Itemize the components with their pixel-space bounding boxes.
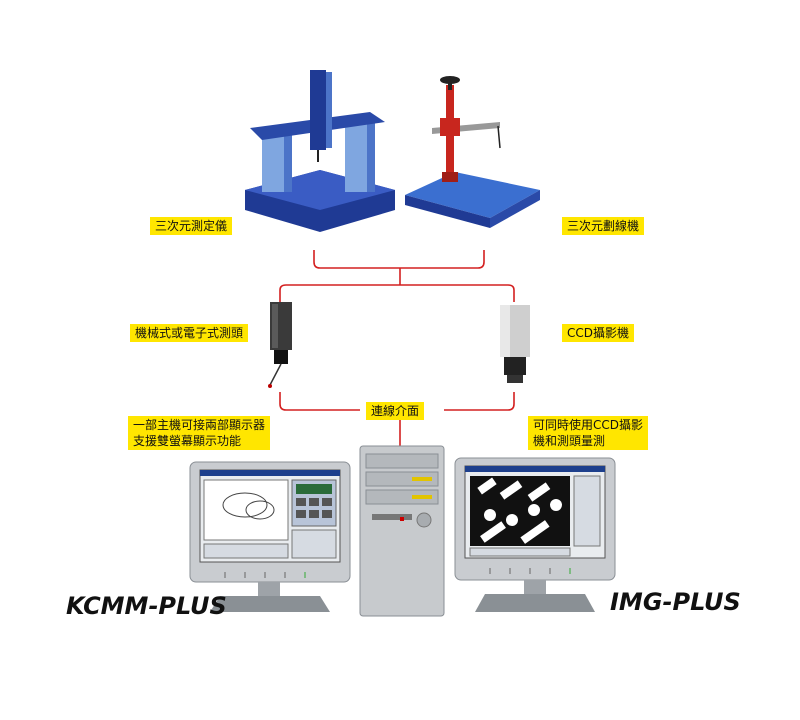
label-ccd-probe-line1: 可同時使用CCD攝影 <box>533 418 643 432</box>
height-gauge-illustration <box>405 76 540 228</box>
right-monitor-illustration <box>454 457 616 612</box>
bottom-connector <box>279 392 515 446</box>
label-ccd-probe: 可同時使用CCD攝影 機和測頭量測 <box>528 416 648 450</box>
label-height-gauge: 三次元劃線機 <box>562 217 645 235</box>
label-dual-display-line2: 支援雙螢幕顯示功能 <box>133 434 242 448</box>
brand-left: KCMM-PLUS <box>66 592 227 620</box>
label-interface: 連線介面 <box>366 402 425 420</box>
probe-illustration <box>268 302 292 388</box>
label-ccd-probe-line2: 機和測頭量測 <box>533 434 606 448</box>
ccd-camera-illustration <box>500 305 530 383</box>
label-ccd: CCD攝影機 <box>562 324 634 342</box>
left-monitor-illustration <box>189 461 351 612</box>
top-connector <box>279 250 515 302</box>
label-cmm: 三次元測定儀 <box>150 217 233 235</box>
label-probe: 機械式或電子式測頭 <box>130 324 249 342</box>
label-dual-display: 一部主機可接兩部顯示器 支援雙螢幕顯示功能 <box>128 416 271 450</box>
label-dual-display-line1: 一部主機可接兩部顯示器 <box>133 418 266 432</box>
brand-right: IMG-PLUS <box>610 588 741 616</box>
cmm-machine-illustration <box>245 70 395 232</box>
pc-tower-illustration <box>359 445 445 617</box>
